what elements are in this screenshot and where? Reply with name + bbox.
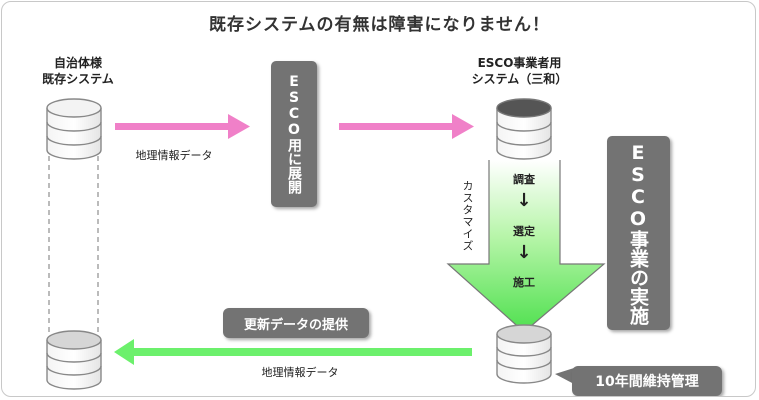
database-icon xyxy=(46,330,102,390)
step-survey: 調査 xyxy=(513,173,535,186)
step-selection: 選定 xyxy=(513,225,535,238)
esco-implementation-label: ESCO事業の実施 xyxy=(627,141,649,325)
down-arrow-icon: ↓ xyxy=(516,242,532,263)
green-arrow xyxy=(114,339,472,365)
left-system-line2: 既存システム xyxy=(42,72,114,86)
maintenance-box: 10年間維持管理 xyxy=(572,366,722,396)
process-funnel-arrow xyxy=(446,160,606,333)
update-data-box: 更新データの提供 xyxy=(223,308,369,338)
down-arrow-icon: ↓ xyxy=(516,190,532,211)
left-system-caption: 自治体様 既存システム xyxy=(22,55,134,87)
customize-label: カスタマイズ xyxy=(461,180,474,252)
page-title: 既存システムの有無は障害になりません！ xyxy=(209,15,550,35)
pink-arrow-left xyxy=(115,114,250,139)
pink-arrow-right xyxy=(339,114,474,139)
database-icon xyxy=(46,98,102,160)
right-system-caption: ESCO事業者用 システム（三和） xyxy=(457,55,582,87)
database-icon xyxy=(496,324,552,384)
maintenance-callout-pointer xyxy=(555,368,574,384)
right-system-line1: ESCO事業者用 xyxy=(477,56,562,70)
esco-deploy-box: ESCO用に展開 xyxy=(271,61,317,207)
esco-implementation-box: ESCO事業の実施 xyxy=(607,136,670,330)
geo-data-label-bottom: 地理情報データ xyxy=(261,366,339,379)
left-system-line1: 自治体様 xyxy=(53,56,102,70)
step-construction: 施工 xyxy=(513,276,535,289)
esco-deploy-label: ESCO用に展開 xyxy=(286,74,302,194)
geo-data-label-top: 地理情報データ xyxy=(135,149,213,162)
right-system-line2: システム（三和） xyxy=(471,72,568,86)
database-icon xyxy=(496,98,552,160)
